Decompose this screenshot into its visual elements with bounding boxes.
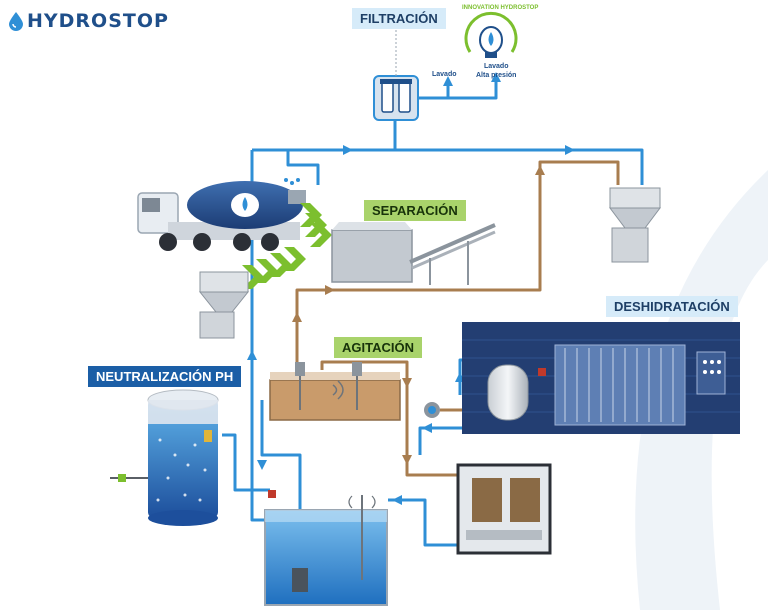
sludge-arrow-6 <box>535 165 545 175</box>
label-deshidratacion: DESHIDRATACIÓN <box>606 296 738 317</box>
arrow-left-filterbox <box>392 495 402 505</box>
label-separacion: SEPARACIÓN <box>364 200 466 221</box>
innovation-bulb-icon <box>464 11 518 58</box>
pipe-top-main <box>252 148 644 185</box>
label-lavado-alta-line2: Alta presión <box>476 72 517 79</box>
hopper-left <box>198 271 250 339</box>
label-agitacion: AGITACIÓN <box>334 337 422 358</box>
water-drop-icon <box>9 12 23 31</box>
filter-press <box>462 322 740 434</box>
agitation-tank <box>269 362 401 421</box>
spray-nozzles <box>284 178 300 185</box>
label-neutralizacion: NEUTRALIZACIÓN PH <box>88 366 242 387</box>
wheel <box>193 233 211 251</box>
arrow-top-2 <box>565 145 575 155</box>
sludge-arrow-1 <box>292 312 302 322</box>
sludge-down <box>405 410 460 477</box>
pipe-filterbox-to-tank <box>388 498 462 547</box>
pipe-to-truck <box>286 150 320 185</box>
sludge-arrow-2 <box>325 285 335 295</box>
filter-bag-box <box>456 463 552 555</box>
arrow-up-lavado <box>443 76 453 86</box>
arrow-left-press <box>422 423 432 433</box>
neutralization-valve <box>118 474 126 482</box>
sludge-to-dewater <box>295 160 620 370</box>
sludge-pump <box>424 402 440 418</box>
wheel <box>261 233 279 251</box>
filtration-unit <box>373 75 419 121</box>
label-lavado-alta-line1: Lavado <box>483 63 509 70</box>
neutralization-tank <box>147 389 219 526</box>
wheel <box>159 233 177 251</box>
brand-name: HYDROSTOP <box>27 10 169 32</box>
arrow-top-1 <box>343 145 353 155</box>
label-filtracion: FILTRACIÓN <box>352 8 446 29</box>
innovation-badge-text: INNOVATION HYDROSTOP <box>462 5 539 11</box>
separator-machine <box>331 222 496 285</box>
concrete-mixer-truck <box>137 181 306 251</box>
label-lavado-alta: Lavado Alta presión <box>476 62 516 80</box>
pipe-neut-to-tank <box>222 433 270 492</box>
arrow-up-riser <box>247 350 257 360</box>
label-lavado: Lavado <box>432 71 457 78</box>
arrow-down-tank <box>257 460 267 470</box>
arrow-up-alta <box>491 72 501 82</box>
hopper-right <box>609 187 661 263</box>
clean-water-arrows <box>247 72 575 505</box>
collection-tank <box>264 490 388 606</box>
pipe-filter-out <box>417 82 498 100</box>
wheel <box>233 233 251 251</box>
sludge-arrow-5 <box>402 455 412 465</box>
hydrostop-logo: HYDROSTOP <box>8 10 169 32</box>
sludge-arrow-4 <box>402 378 412 388</box>
green-chevrons <box>242 203 332 289</box>
